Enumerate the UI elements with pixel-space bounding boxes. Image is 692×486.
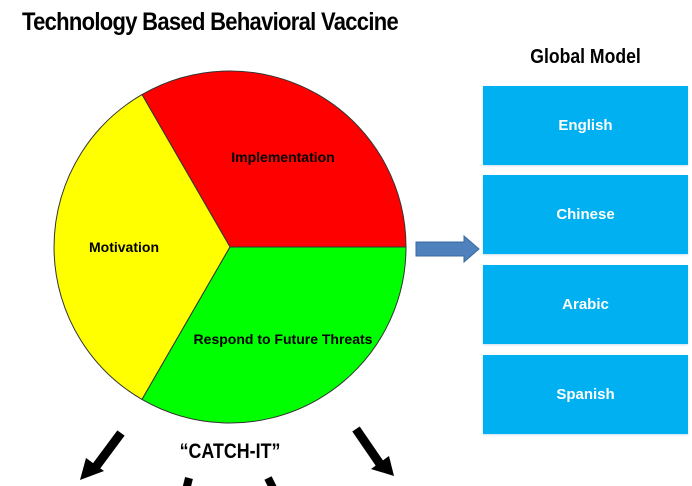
global-model-heading: Global Model: [530, 46, 641, 68]
language-box-chinese: Chinese: [483, 175, 688, 254]
language-label: Arabic: [562, 296, 609, 313]
pie-segment-respond: [141, 246, 407, 424]
language-box-arabic: Arabic: [483, 265, 688, 344]
pie-segment-implementation: [141, 70, 407, 248]
language-box-spanish: Spanish: [483, 355, 688, 434]
down-right-arrow-icon: [352, 426, 394, 476]
language-label: English: [558, 117, 613, 134]
catch-it-label: “CATCH-IT”: [179, 440, 281, 463]
page-title: Technology Based Behavioral Vaccine: [22, 8, 399, 36]
right-arrow-icon: [415, 234, 480, 264]
down-left-arrow-icon: [80, 430, 125, 480]
language-label: Chinese: [556, 206, 615, 223]
language-label: Spanish: [556, 386, 615, 403]
pie-label-respond: Respond to Future Threats: [194, 331, 373, 347]
language-box-english: English: [483, 86, 688, 165]
pie-segment-motivation: [53, 93, 231, 401]
pie-label-implementation: Implementation: [231, 149, 334, 165]
down-arrow-icon: [182, 477, 193, 486]
down-arrow-icon: [264, 476, 277, 486]
pie-label-motivation: Motivation: [89, 239, 159, 255]
